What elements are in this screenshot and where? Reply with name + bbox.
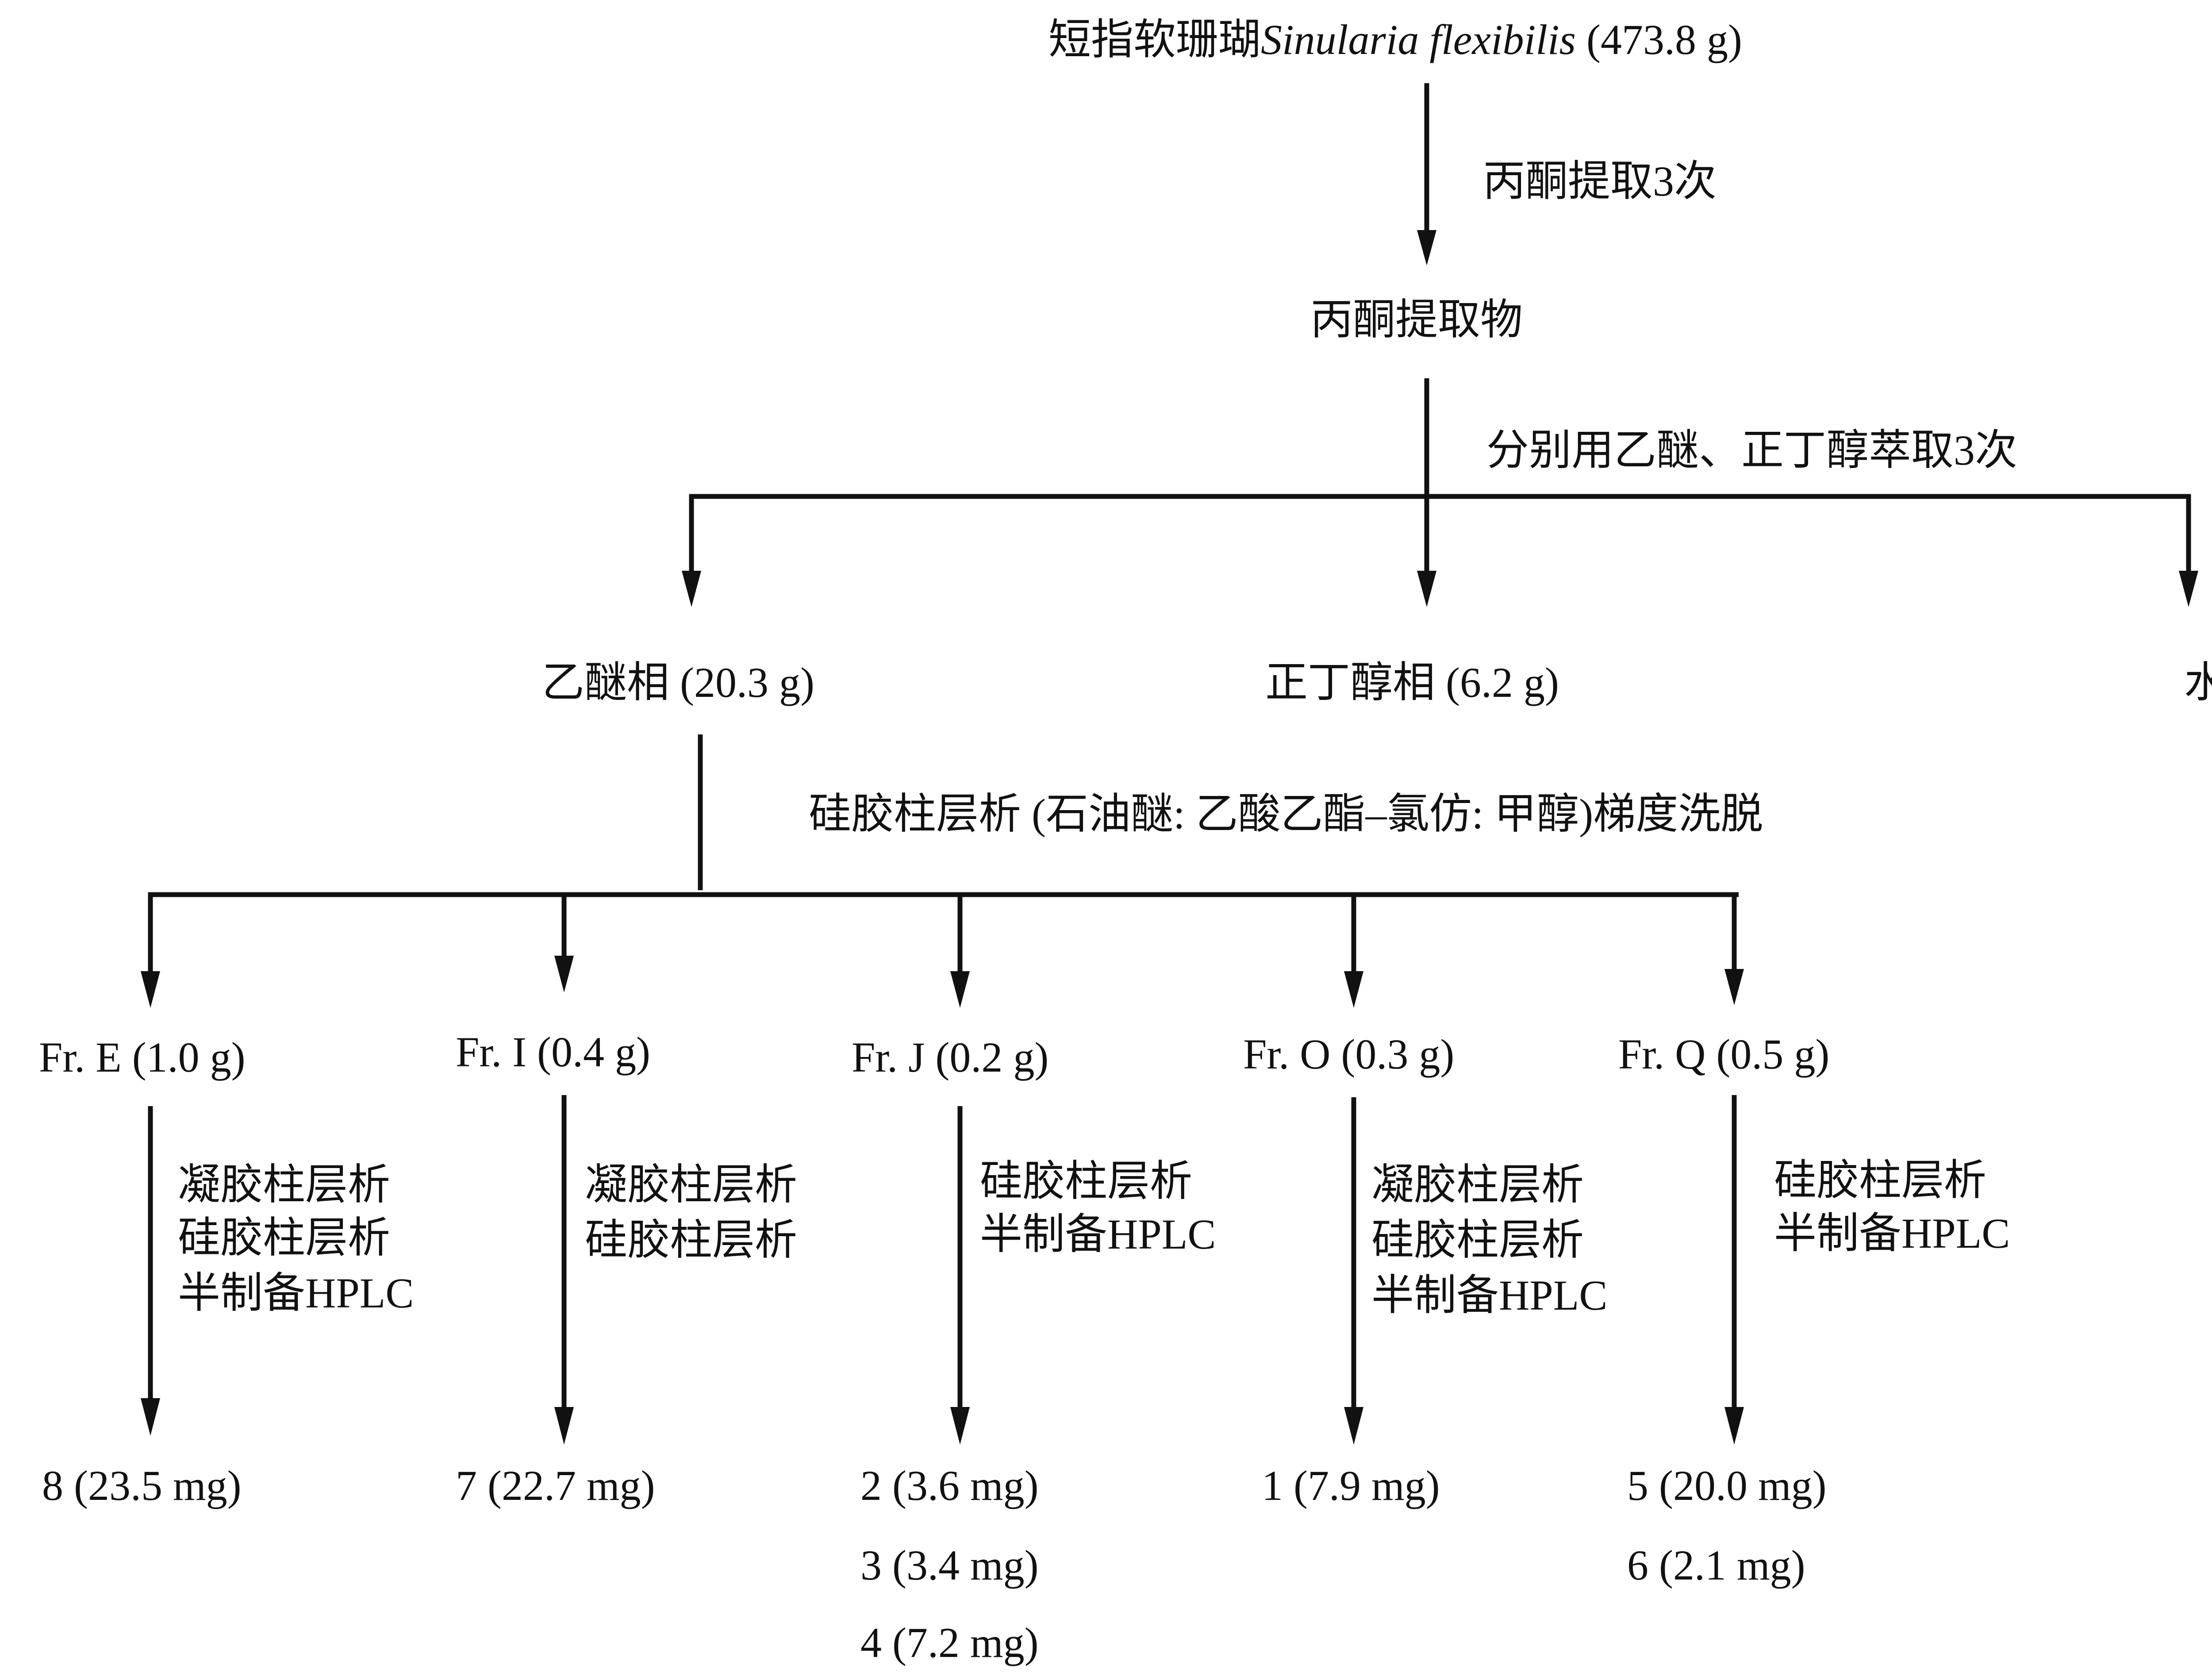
compounds-fr-o: 1 (7.9 mg): [1262, 1462, 1440, 1509]
arrowhead-fr-q-compounds: [1724, 1407, 1744, 1445]
source-chinese-name: 短指软珊瑚: [1048, 16, 1261, 63]
arrowhead-source-to-extract: [1417, 230, 1436, 265]
arrowhead-fr-o: [1344, 971, 1363, 1008]
butanol-phase-label: 正丁醇相 (6.2 g): [1265, 659, 1559, 706]
method-text: 凝胶柱层析: [178, 1161, 390, 1208]
methods-fr-j: 硅胶柱层析 半制备HPLC: [980, 1157, 1216, 1258]
arrowhead-fr-j: [950, 971, 970, 1008]
fraction-label-q: Fr. Q (0.5 g): [1618, 1030, 1829, 1078]
source-latin-name: Sinularia flexibilis: [1261, 16, 1576, 63]
compound-label: 1 (7.9 mg): [1262, 1462, 1440, 1509]
method-text: 硅胶柱层析: [1774, 1157, 1986, 1204]
method-text: 半制备HPLC: [1371, 1272, 1607, 1319]
compound-label: 2 (3.6 mg): [860, 1462, 1039, 1509]
compound-label: 6 (2.1 mg): [1627, 1541, 1805, 1589]
method-text: 硅胶柱层析: [178, 1214, 390, 1261]
water-phase-label: 水相: [2184, 659, 2212, 706]
method-text: 半制备HPLC: [980, 1211, 1216, 1258]
arrowhead-ether: [682, 571, 701, 607]
arrowhead-fr-i: [554, 956, 574, 992]
methods-fr-e: 凝胶柱层析 硅胶柱层析 半制备HPLC: [178, 1161, 414, 1317]
fraction-label-j: Fr. J (0.2 g): [852, 1034, 1048, 1081]
arrowhead-butanol: [1417, 571, 1436, 607]
arrowhead-fr-o-compounds: [1344, 1407, 1363, 1445]
method-text: 凝胶柱层析: [585, 1161, 797, 1208]
compounds-fr-i: 7 (22.7 mg): [456, 1462, 655, 1509]
step-partition: 分别用乙醚、正丁醇萃取3次: [1486, 427, 2017, 474]
method-text: 半制备HPLC: [1774, 1210, 2010, 1257]
arrowhead-water: [2179, 571, 2198, 607]
source-label: 短指软珊瑚Sinularia flexibilis (473.8 g): [1048, 16, 1742, 63]
methods-fr-q: 硅胶柱层析 半制备HPLC: [1774, 1157, 2010, 1257]
fraction-label-o: Fr. O (0.3 g): [1243, 1030, 1454, 1078]
arrowhead-fr-e: [141, 971, 160, 1008]
compound-arrows: [141, 1095, 1744, 1445]
compounds-fr-q: 5 (20.0 mg) 6 (2.1 mg): [1627, 1462, 1827, 1589]
methods-fr-o: 凝胶柱层析 硅胶柱层析 半制备HPLC: [1371, 1161, 1607, 1319]
fraction-label-i: Fr. I (0.4 g): [456, 1028, 650, 1076]
compound-label: 4 (7.2 mg): [860, 1619, 1039, 1666]
arrowhead-fr-j-compounds: [950, 1407, 970, 1445]
source-amount: (473.8 g): [1576, 16, 1742, 63]
fraction-label-e: Fr. E (1.0 g): [39, 1034, 246, 1081]
arrowhead-fr-i-compounds: [554, 1407, 574, 1445]
method-text: 凝胶柱层析: [1371, 1161, 1584, 1208]
method-text: 硅胶柱层析: [585, 1216, 797, 1264]
method-text: 硅胶柱层析: [1371, 1216, 1584, 1264]
fraction-drops: [141, 892, 1744, 1008]
arrowhead-fr-e-compounds: [141, 1398, 160, 1436]
step-acetone-extraction: 丙酮提取3次: [1483, 158, 1717, 205]
acetone-extract-label: 丙酮提取物: [1310, 296, 1523, 343]
method-text: 半制备HPLC: [178, 1269, 414, 1317]
compound-label: 3 (3.4 mg): [860, 1541, 1039, 1589]
methods-fr-i: 凝胶柱层析 硅胶柱层析: [585, 1161, 797, 1264]
arrowhead-fr-q: [1724, 969, 1744, 1005]
compound-label: 5 (20.0 mg): [1627, 1462, 1827, 1509]
compound-label: 8 (23.5 mg): [42, 1462, 242, 1509]
compounds-fr-e: 8 (23.5 mg): [42, 1462, 242, 1509]
method-text: 硅胶柱层析: [980, 1157, 1192, 1205]
compound-label: 7 (22.7 mg): [456, 1462, 655, 1509]
compounds-fr-j: 2 (3.6 mg) 3 (3.4 mg) 4 (7.2 mg): [860, 1462, 1039, 1666]
ether-phase-label: 乙醚相 (20.3 g): [542, 659, 814, 706]
step-silica-gradient: 硅胶柱层析 (石油醚: 乙酸乙酯–氯仿: 甲醇)梯度洗脱: [809, 790, 1763, 838]
